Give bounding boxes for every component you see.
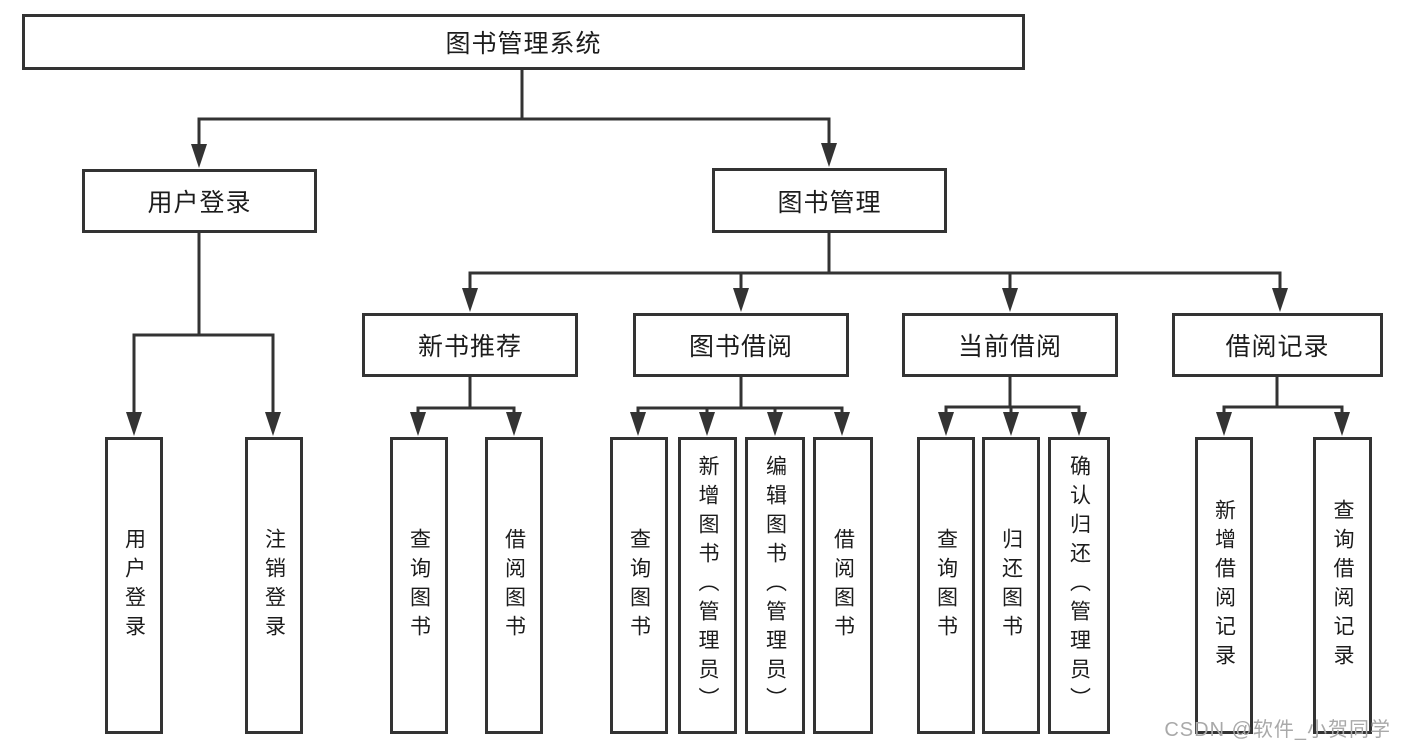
- node-book-borrow-label: 图书借阅: [688, 333, 793, 361]
- watermark: CSDN @软件_小贺同学: [1164, 719, 1391, 741]
- leaf-user-login-label: 用户登录: [122, 527, 146, 644]
- leaf-borrow-books-1: 借阅图书: [485, 437, 543, 734]
- node-new-book-recommend: 新书推荐: [362, 313, 578, 377]
- leaf-query-books-2: 查询图书: [610, 437, 668, 734]
- node-book-borrow: 图书借阅: [633, 313, 849, 377]
- leaf-add-book-admin-label: 新增图书（管理员）: [696, 455, 719, 716]
- leaf-borrow-books-1-label: 借阅图书: [502, 527, 526, 644]
- leaf-confirm-return-admin-label: 确认归还（管理员）: [1067, 455, 1091, 716]
- leaf-borrow-books-2: 借阅图书: [813, 437, 873, 734]
- leaf-add-book-admin: 新增图书（管理员）: [678, 437, 737, 734]
- node-root: 图书管理系统: [22, 14, 1025, 70]
- leaf-edit-book-admin-label: 编辑图书（管理员）: [763, 455, 787, 716]
- node-new-book-recommend-label: 新书推荐: [417, 333, 522, 361]
- arrowheads: [126, 143, 1350, 436]
- leaf-query-books-1-label: 查询图书: [407, 527, 431, 644]
- node-root-label: 图书管理系统: [445, 30, 602, 58]
- leaf-query-books-3: 查询图书: [917, 437, 975, 734]
- node-borrow-records: 借阅记录: [1172, 313, 1383, 377]
- node-current-borrow: 当前借阅: [902, 313, 1118, 377]
- leaf-add-borrow-record-label: 新增借阅记录: [1212, 498, 1236, 673]
- leaf-return-book: 归还图书: [982, 437, 1040, 734]
- leaf-logout-label: 注销登录: [262, 527, 286, 644]
- leaf-query-books-2-label: 查询图书: [627, 527, 651, 644]
- node-borrow-records-label: 借阅记录: [1225, 333, 1330, 361]
- node-book-management-label: 图书管理: [777, 188, 882, 217]
- leaf-return-book-label: 归还图书: [999, 527, 1023, 644]
- leaf-query-borrow-record: 查询借阅记录: [1313, 437, 1372, 734]
- leaf-logout: 注销登录: [245, 437, 303, 734]
- node-user-login: 用户登录: [82, 169, 317, 233]
- leaf-confirm-return-admin: 确认归还（管理员）: [1048, 437, 1110, 734]
- node-current-borrow-label: 当前借阅: [957, 333, 1062, 361]
- leaf-query-books-3-label: 查询图书: [934, 527, 958, 644]
- leaf-borrow-books-2-label: 借阅图书: [831, 527, 855, 644]
- leaf-edit-book-admin: 编辑图书（管理员）: [745, 437, 805, 734]
- leaf-query-borrow-record-label: 查询借阅记录: [1331, 498, 1354, 673]
- node-user-login-label: 用户登录: [147, 189, 252, 217]
- leaf-add-borrow-record: 新增借阅记录: [1195, 437, 1253, 734]
- leaf-user-login: 用户登录: [105, 437, 163, 734]
- leaf-query-books-1: 查询图书: [390, 437, 448, 734]
- node-book-management: 图书管理: [712, 168, 947, 233]
